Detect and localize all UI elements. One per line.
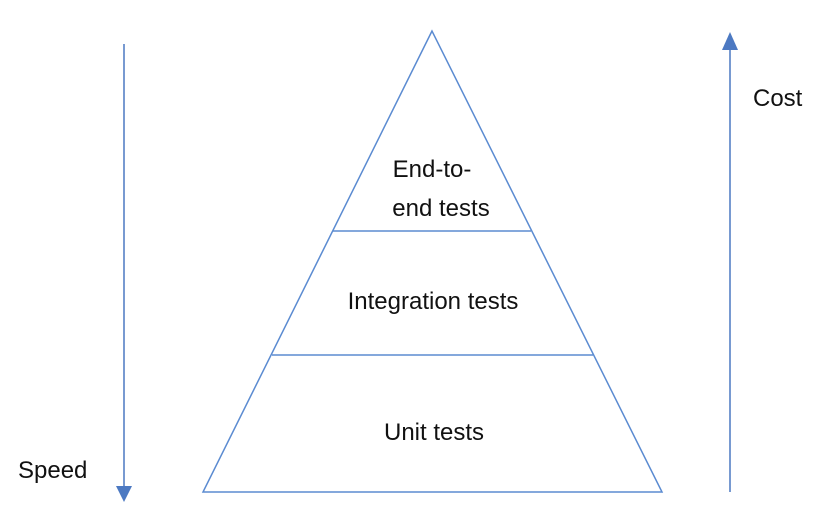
middle-tier-label: Integration tests bbox=[348, 288, 519, 315]
cost-label: Cost bbox=[753, 85, 803, 112]
cost-arrow-head bbox=[722, 32, 738, 50]
top-tier-label-line2: end tests bbox=[392, 195, 489, 222]
bottom-tier-label: Unit tests bbox=[384, 419, 484, 446]
speed-arrow-head bbox=[116, 486, 132, 502]
speed-label: Speed bbox=[18, 457, 87, 484]
top-tier-label-line1: End-to- bbox=[393, 156, 472, 183]
pyramid-outline bbox=[201, 29, 664, 493]
